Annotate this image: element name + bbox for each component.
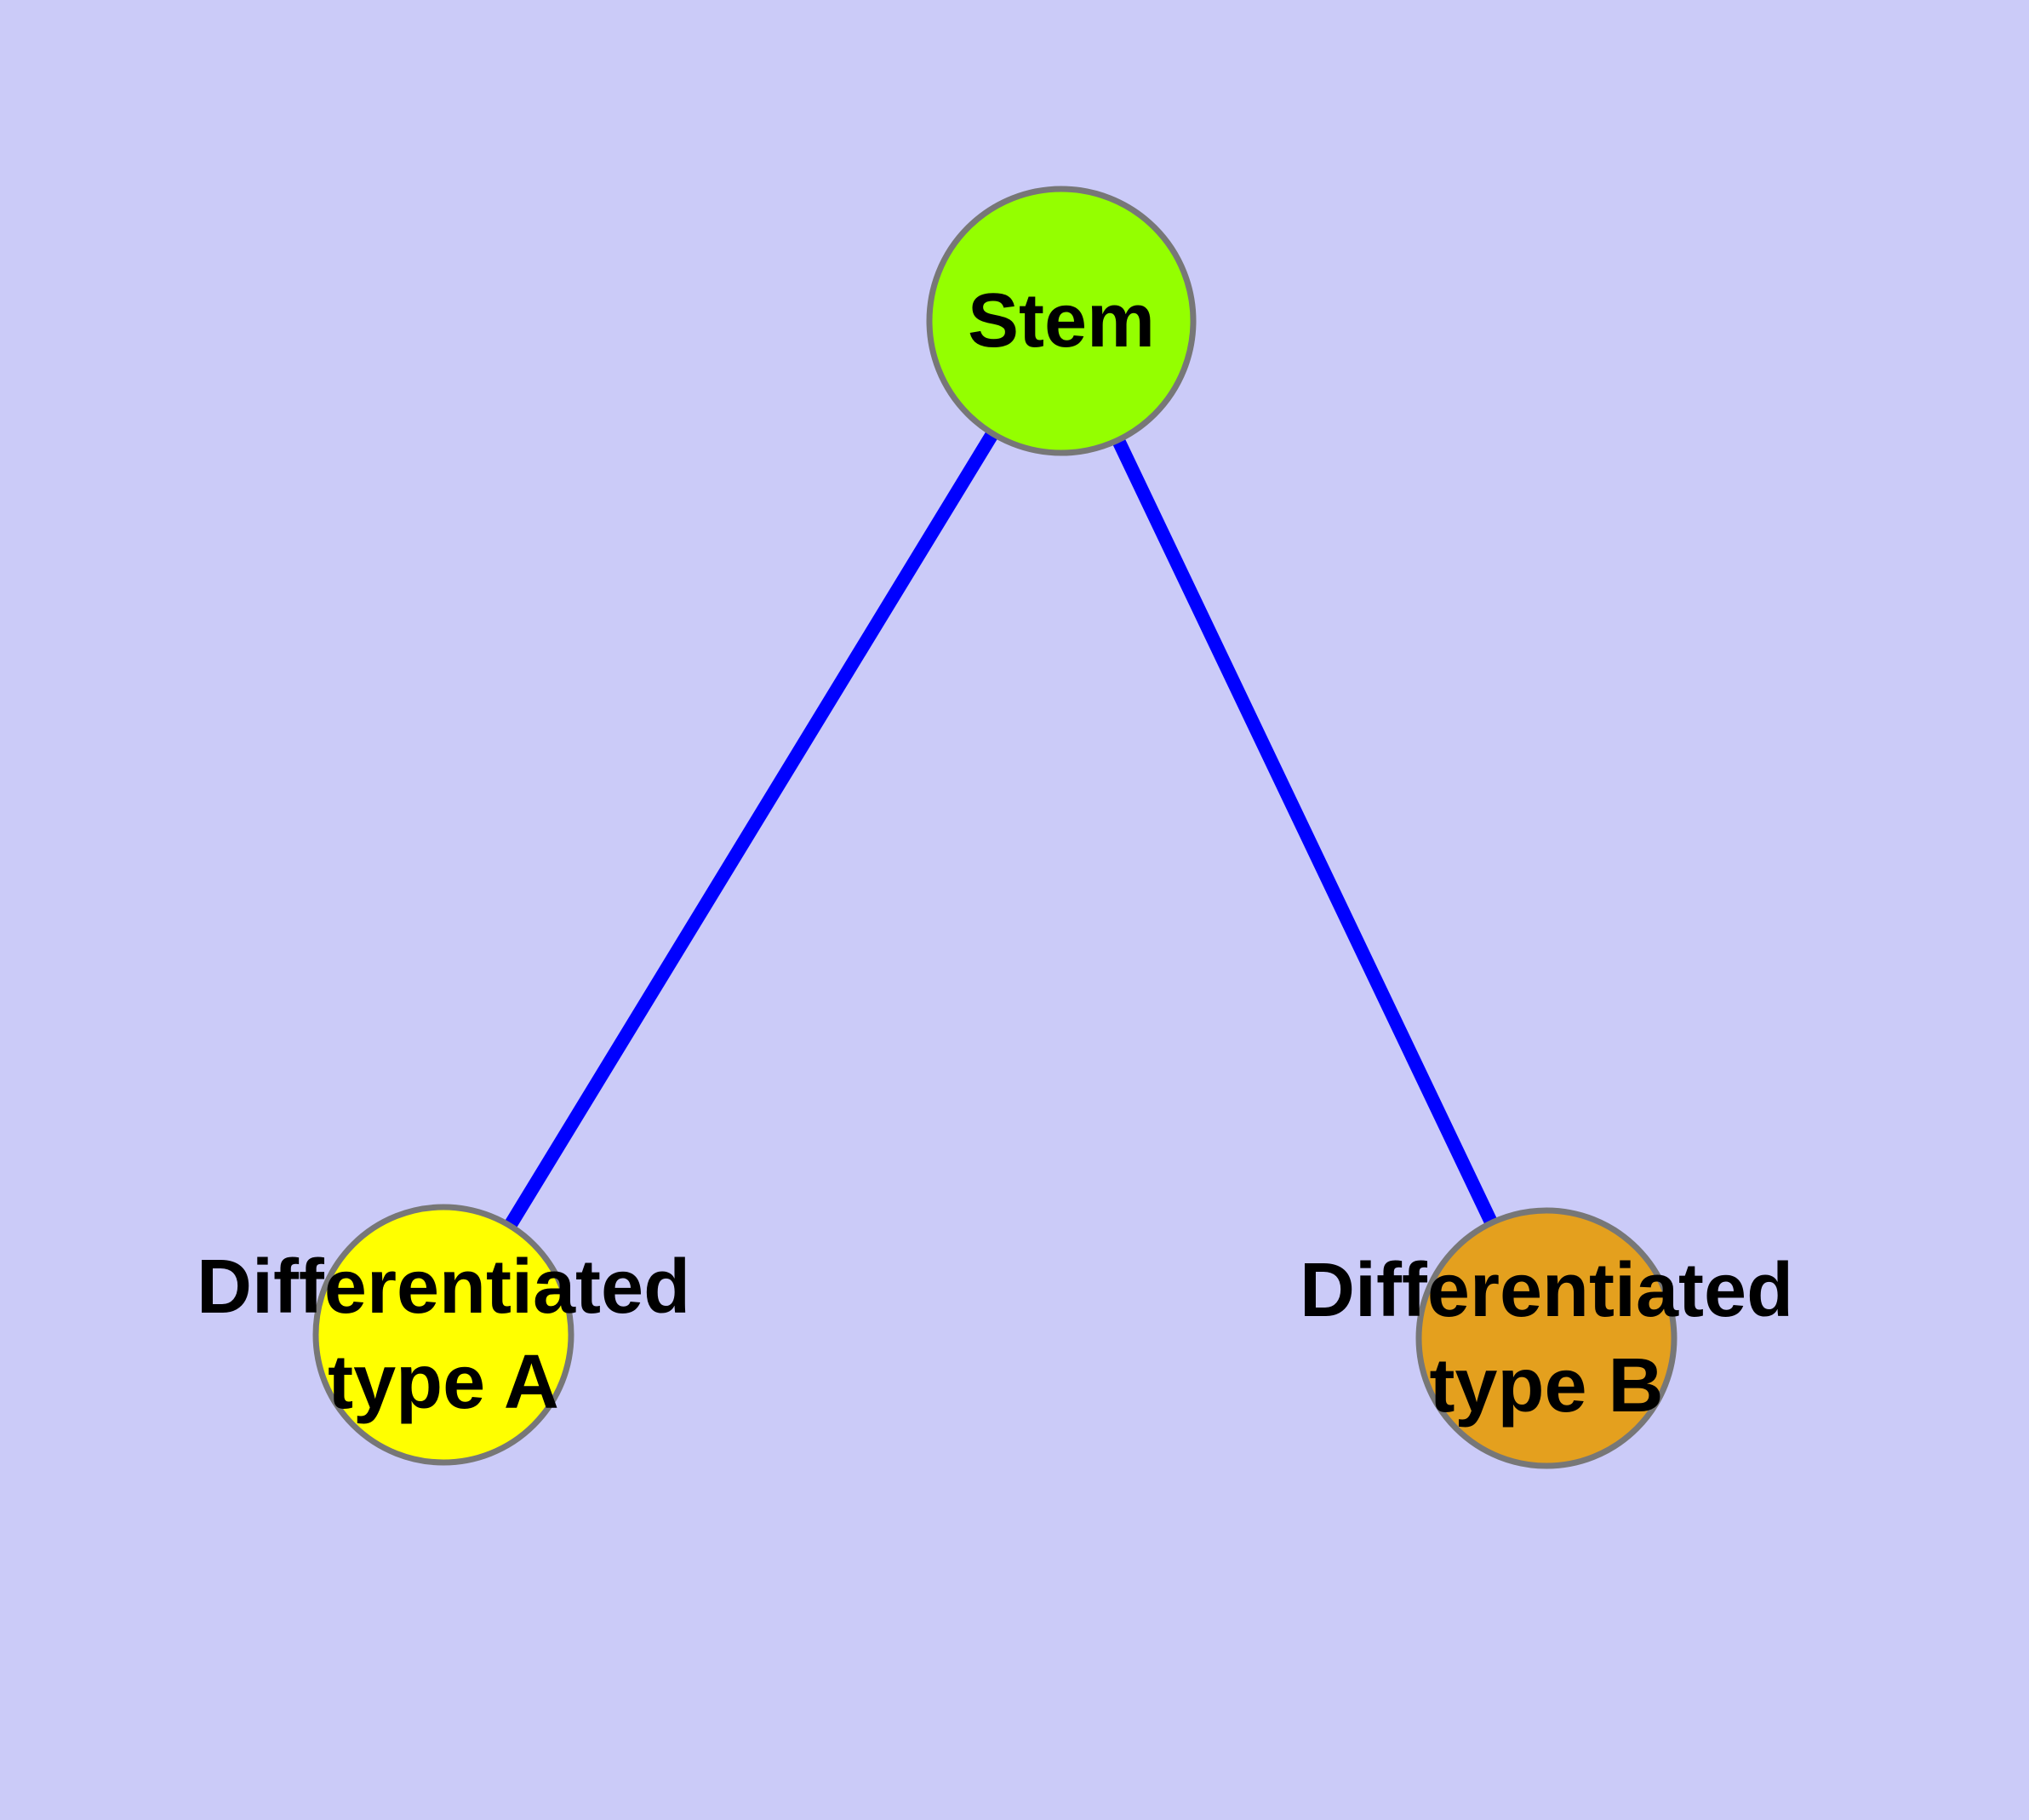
- node-label-stem: Stem: [967, 278, 1156, 363]
- node-label-differentiated-type-b: Differentiated type B: [1299, 1248, 1794, 1428]
- node-circle-diff-a: [312, 1204, 574, 1466]
- nodes-layer: [312, 186, 1677, 1469]
- edges-layer: [437, 317, 1553, 1342]
- edge-stem-to-diff-a: [437, 317, 1067, 1339]
- node-label-differentiated-type-a: Differentiated type A: [196, 1245, 691, 1425]
- node-circle-stem: [926, 186, 1197, 456]
- edge-stem-to-diff-b: [1055, 318, 1553, 1342]
- node-circle-diff-b: [1415, 1207, 1677, 1469]
